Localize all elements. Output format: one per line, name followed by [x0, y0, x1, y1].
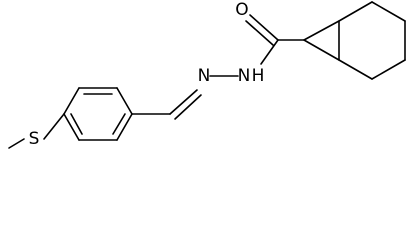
- cyclohexane-bond-4: [371, 59, 406, 80]
- molecule-drawing: S N N H O: [8, 0, 406, 149]
- ring-bond-6: [63, 113, 80, 141]
- amide-nitrogen-label: N: [238, 66, 251, 86]
- cyclopropane-bond-2: [303, 39, 340, 61]
- cyclohexane-bond-2: [371, 1, 406, 22]
- imine-nitrogen-label: N: [198, 66, 211, 86]
- bond-imine-double-a: [169, 89, 198, 115]
- ring-double-bond-3: [70, 113, 83, 135]
- ring-bond-3: [116, 87, 133, 115]
- bond-carbonyl-double-b: [245, 20, 274, 46]
- bond-sulfur-ring: [43, 113, 65, 140]
- bond-methyl-sulfur: [8, 138, 25, 149]
- carbonyl-oxygen-label: O: [235, 0, 248, 20]
- ring-bond-1: [63, 87, 80, 115]
- amide-hydrogen-label: H: [252, 66, 265, 86]
- bond-imine-double-b: [174, 94, 202, 120]
- cyclohexane-bond-1: [338, 1, 373, 22]
- cyclohexane-bond-5: [338, 59, 373, 80]
- bond-amide-nitrogen-carbonyl: [260, 39, 279, 65]
- ring-double-bond-2: [112, 113, 126, 135]
- sulfur-label: S: [29, 129, 40, 149]
- bond-carbonyl-double-a: [249, 14, 279, 41]
- cyclopropane-bond-1: [303, 20, 340, 41]
- ring-bond-4: [116, 113, 133, 141]
- chemical-structure-canvas: S N N H O: [8, 0, 406, 149]
